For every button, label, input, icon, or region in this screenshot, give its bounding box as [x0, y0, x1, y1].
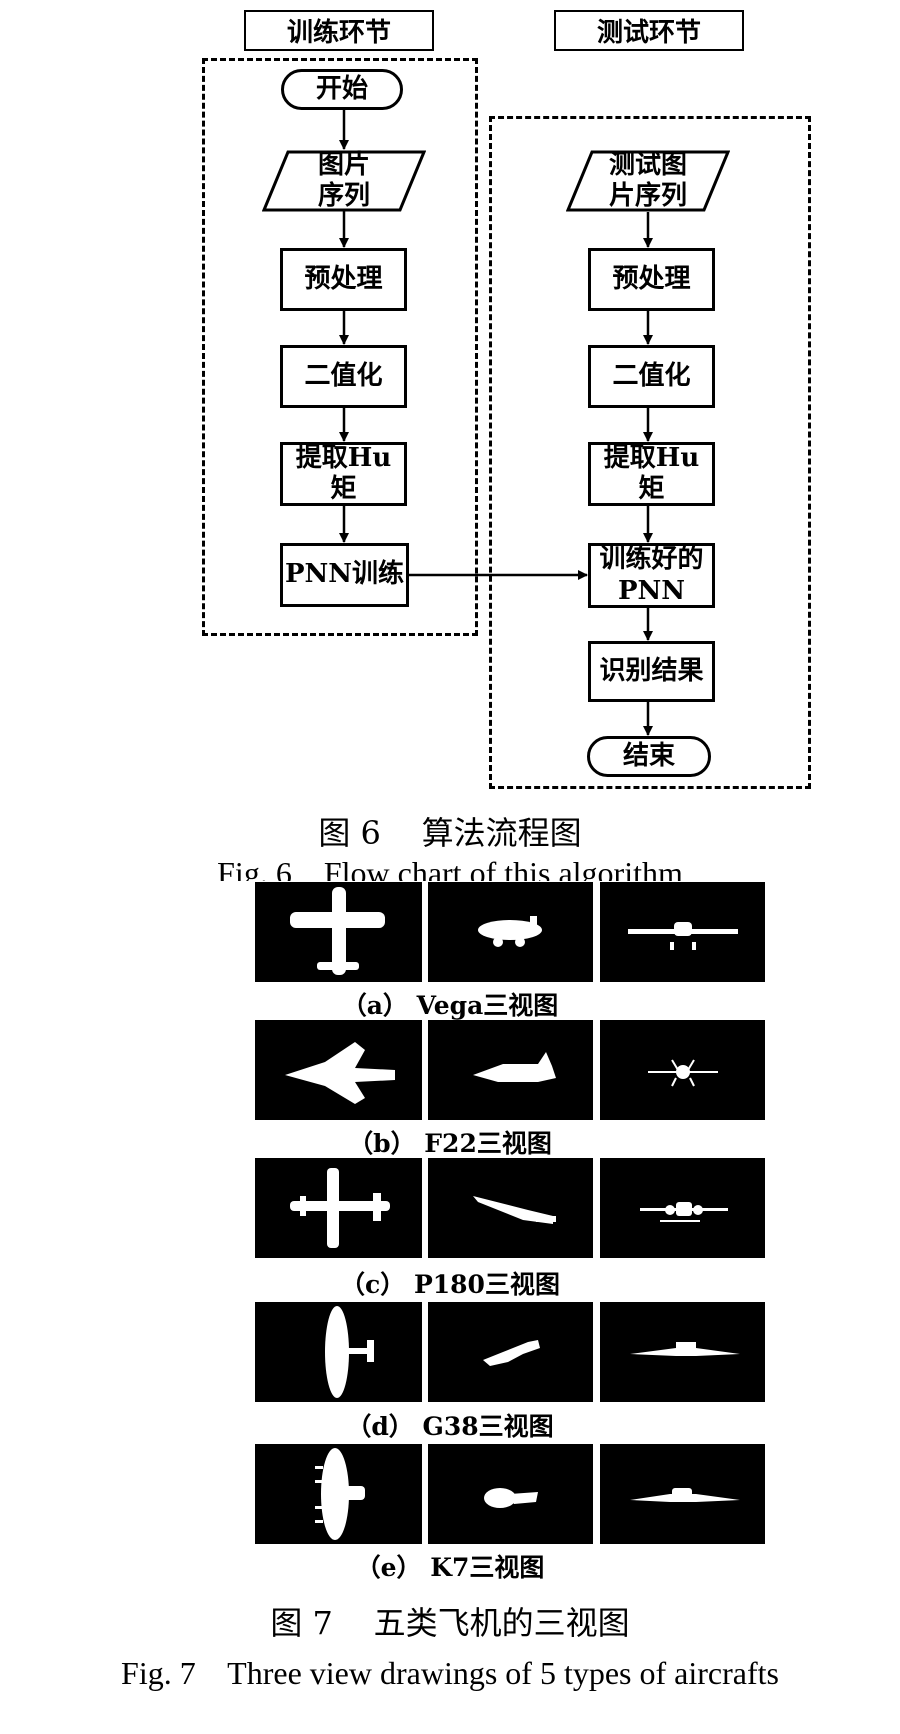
f22-front-silhouette	[648, 1059, 718, 1087]
f22-side-view	[428, 1020, 593, 1120]
k7-side-view	[428, 1444, 593, 1544]
g38-side-silhouette	[483, 1340, 540, 1366]
g38-side-view	[428, 1302, 593, 1402]
fig7-caption-cn: 图 7 五类飞机的三视图	[270, 1604, 630, 1642]
vega-side-view	[428, 882, 593, 982]
training-stage-box	[202, 58, 478, 636]
fig7c-caption: （c） P180三视图	[340, 1270, 560, 1299]
image-sequence-line2: 序列	[317, 181, 370, 211]
testing-stage-box	[489, 116, 811, 789]
train-section-header: 训练环节	[244, 10, 434, 51]
vega-front-silhouette	[628, 922, 738, 950]
fig6-caption-en-clip: Fig. 6 Flow chart of this algorithm	[0, 861, 900, 881]
k7-front-view	[600, 1444, 765, 1544]
test-preprocess-node: 预处理	[588, 248, 715, 311]
test-sequence-line1: 测试图	[608, 149, 687, 180]
recognition-result-node: 识别结果	[588, 641, 715, 702]
trained-pnn-line1: 训练好的	[599, 544, 704, 575]
train-binarize-node: 二值化	[280, 345, 407, 408]
trained-pnn-line2: PNN	[617, 575, 686, 606]
fig7b-caption: （b） F22三视图	[348, 1129, 552, 1158]
end-terminal: 结束	[587, 736, 711, 777]
fig6-caption-en: Fig. 6 Flow chart of this algorithm	[217, 861, 683, 881]
g38-top-silhouette	[325, 1306, 374, 1398]
g38-top-view	[255, 1302, 422, 1402]
fig6-caption-cn: 图 6 算法流程图	[318, 814, 582, 852]
k7-front-silhouette	[630, 1488, 740, 1502]
f22-front-view	[600, 1020, 765, 1120]
vega-top-view	[255, 882, 422, 982]
p180-top-view	[255, 1158, 422, 1258]
fig7a-caption: （a） Vega三视图	[341, 991, 559, 1020]
g38-front-silhouette	[630, 1342, 740, 1356]
p180-side-view	[428, 1158, 593, 1258]
test-binarize-node: 二值化	[588, 345, 715, 408]
image-sequence-input: 图片序列	[262, 150, 426, 212]
p180-top-silhouette	[290, 1168, 390, 1248]
vega-front-view	[600, 882, 765, 982]
p180-side-silhouette	[473, 1196, 556, 1224]
k7-top-silhouette	[315, 1448, 365, 1540]
test-section-header: 测试环节	[554, 10, 744, 51]
test-hu-moment-node: 提取Hu矩	[588, 442, 715, 506]
g38-front-view	[600, 1302, 765, 1402]
flowchart-connectors	[339, 109, 653, 736]
k7-side-silhouette	[484, 1488, 538, 1508]
vega-side-silhouette	[478, 916, 542, 947]
start-terminal: 开始	[281, 69, 403, 110]
fig7-caption-en: Fig. 7 Three view drawings of 5 types of…	[121, 1655, 779, 1691]
p180-front-view	[600, 1158, 765, 1258]
test-sequence-input: 测试图片序列	[566, 150, 730, 212]
train-preprocess-node: 预处理	[280, 248, 407, 311]
k7-top-view	[255, 1444, 422, 1544]
f22-top-silhouette	[285, 1042, 395, 1104]
test-sequence-line2: 片序列	[608, 181, 687, 211]
pnn-train-node: PNN训练	[280, 543, 409, 607]
fig7d-caption: （d） G38三视图	[346, 1412, 554, 1441]
image-sequence-line1: 图片	[317, 149, 370, 180]
vega-top-silhouette	[290, 887, 385, 975]
f22-side-silhouette	[473, 1052, 556, 1082]
f22-top-view	[255, 1020, 422, 1120]
p180-front-silhouette	[640, 1202, 728, 1222]
fig7e-caption: （e） K7三视图	[355, 1553, 545, 1582]
train-hu-moment-node: 提取Hu矩	[280, 442, 407, 506]
